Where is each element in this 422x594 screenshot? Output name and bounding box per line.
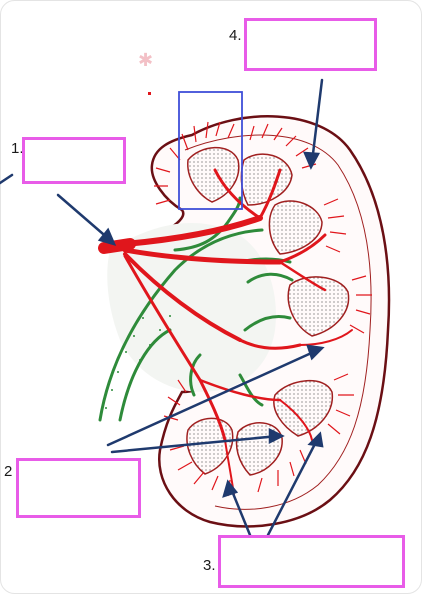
highlight-box <box>178 91 243 210</box>
arcuate-branches <box>154 121 372 497</box>
pointer-line-2a <box>106 348 320 447</box>
answer-box-1[interactable] <box>22 137 126 184</box>
label-number-4: 4. <box>229 27 242 44</box>
renal-artery-tree <box>98 168 353 496</box>
answer-box-4[interactable] <box>244 18 377 71</box>
arrowhead-3b <box>307 431 324 448</box>
renal-pyramids <box>186 146 350 476</box>
star-icon: ✱ <box>138 50 153 71</box>
arrowhead-1 <box>97 227 117 246</box>
pointer-lines <box>0 78 325 537</box>
arrowhead-2b <box>268 427 285 445</box>
pointer-stub-1 <box>0 173 14 185</box>
cortex-boundary <box>184 134 372 510</box>
pointer-line-2b <box>110 434 280 454</box>
pointer-line-4 <box>310 78 324 164</box>
pyramid-3 <box>268 200 323 255</box>
answer-box-2[interactable] <box>16 458 141 518</box>
arrowhead-3a <box>222 479 239 498</box>
arrowhead-2a <box>306 344 325 361</box>
pyramid-5 <box>273 379 334 437</box>
red-dot <box>148 92 151 95</box>
label-number-1: 1. <box>11 140 24 157</box>
arrowhead-4 <box>303 151 321 170</box>
pointer-line-3b <box>266 436 320 537</box>
pyramid-4 <box>287 276 350 337</box>
label-number-2: 2 <box>4 463 13 480</box>
pointer-line-1 <box>56 193 112 242</box>
label-number-3: 3. <box>203 557 216 574</box>
answer-box-3[interactable] <box>218 535 405 588</box>
